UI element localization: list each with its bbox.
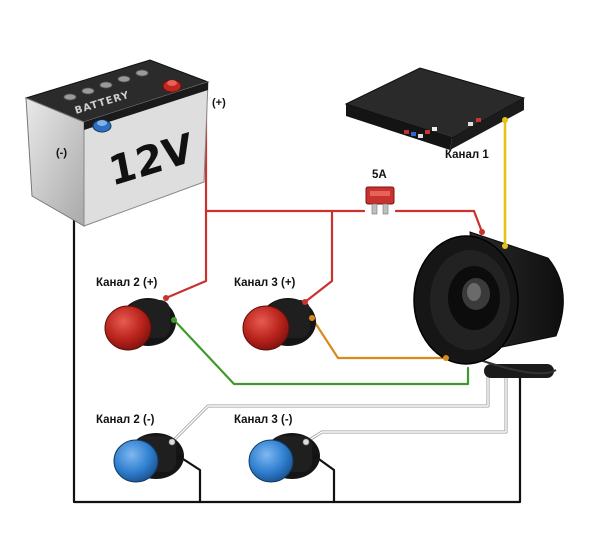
channel-2-negative-label: Канал 2 (-) xyxy=(96,414,155,426)
button-channel-2-positive[interactable] xyxy=(104,298,176,351)
channel-3-negative-label: Канал 3 (-) xyxy=(234,414,293,426)
black-wire-ch2-neg xyxy=(178,455,202,504)
button-channel-2-negative[interactable] xyxy=(113,433,184,483)
white-wire-ch2-neg-core xyxy=(171,367,489,443)
green-wire-ch2 xyxy=(172,318,470,386)
control-unit xyxy=(344,67,526,150)
white-wire-ch3-neg-core xyxy=(305,367,507,443)
red-wire-ch3-pos xyxy=(303,209,334,304)
channel-3-positive-label: Канал 3 (+) xyxy=(234,277,296,289)
channel-1-label: Канал 1 xyxy=(445,149,489,161)
car-battery: BATTERY 12V xyxy=(24,59,210,227)
battery-caps xyxy=(63,69,149,101)
fuse-label: 5A xyxy=(372,169,387,181)
terminal-dots xyxy=(163,117,508,460)
button-channel-3-negative[interactable] xyxy=(248,433,320,483)
black-wire-ch3-neg xyxy=(314,455,336,504)
siren-horn xyxy=(413,231,564,378)
battery-positive-label: (+) xyxy=(212,97,226,109)
button-channel-3-positive[interactable] xyxy=(242,298,316,351)
fuse xyxy=(365,186,395,215)
channel-2-positive-label: Канал 2 (+) xyxy=(96,277,158,289)
positive-terminal-icon xyxy=(162,79,182,93)
connector-pins xyxy=(404,118,481,138)
orange-wire-ch3 xyxy=(310,316,448,360)
battery-negative-label: (-) xyxy=(56,147,67,159)
wires xyxy=(72,88,522,504)
red-fused-wire xyxy=(394,209,484,234)
negative-terminal-icon xyxy=(92,119,112,133)
